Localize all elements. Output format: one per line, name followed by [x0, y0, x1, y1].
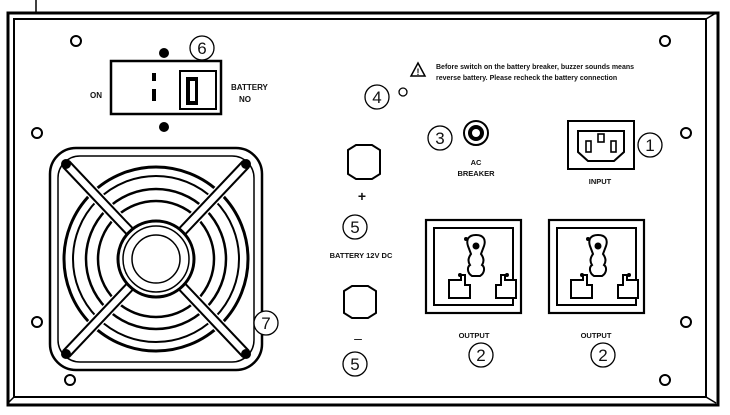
- svg-text:2: 2: [476, 346, 485, 365]
- warning-text-line1: Before switch on the battery breaker, bu…: [436, 64, 634, 71]
- battery-switch-label-2: NO: [239, 95, 251, 104]
- battery-switch-on-label: ON: [90, 91, 102, 100]
- battery-terminal-positive[interactable]: [347, 144, 381, 180]
- battery-dc-label: BATTERY 12V DC: [330, 251, 393, 260]
- buzzer-hole: [398, 87, 408, 97]
- battery-terminal-negative[interactable]: [343, 285, 377, 319]
- ac-breaker-label-1: AC: [471, 158, 482, 167]
- svg-text:7: 7: [261, 314, 270, 333]
- svg-text:1: 1: [645, 136, 654, 155]
- callout-5-bottom: 5: [342, 351, 368, 377]
- input-label: INPUT: [589, 177, 612, 186]
- battery-switch-label-1: BATTERY: [231, 83, 269, 92]
- svg-text:2: 2: [598, 346, 607, 365]
- cooling-fan: [48, 146, 264, 372]
- battery-breaker-switch[interactable]: [109, 48, 223, 132]
- callout-1: 1: [637, 132, 663, 158]
- warning-text-line2: reverse battery. Please recheck the batt…: [436, 75, 617, 82]
- panel-screws: [31, 35, 692, 386]
- svg-text:4: 4: [372, 88, 381, 107]
- output-socket-right[interactable]: [547, 218, 646, 315]
- ac-input-socket[interactable]: [567, 120, 635, 170]
- svg-text:!: !: [417, 67, 420, 77]
- callout-4: 4: [364, 84, 390, 110]
- callout-7: 7: [253, 310, 279, 336]
- panel-inner-frame: [13, 18, 707, 398]
- callout-2-left: 2: [468, 342, 494, 368]
- battery-minus-sign: –: [354, 330, 362, 346]
- output-socket-left[interactable]: [424, 218, 523, 315]
- svg-text:3: 3: [435, 129, 444, 148]
- output-label-left: OUTPUT: [459, 331, 490, 340]
- svg-text:5: 5: [350, 355, 359, 374]
- output-label-right: OUTPUT: [581, 331, 612, 340]
- callout-2-right: 2: [590, 342, 616, 368]
- callout-5-top: 5: [342, 214, 368, 240]
- svg-text:6: 6: [197, 39, 206, 58]
- callout-6: 6: [189, 35, 215, 61]
- warning-icon: !: [409, 61, 427, 77]
- ac-breaker-button[interactable]: [463, 120, 489, 146]
- battery-plus-sign: +: [358, 188, 366, 204]
- ac-breaker-label-2: BREAKER: [457, 169, 495, 178]
- callout-3: 3: [427, 125, 453, 151]
- svg-text:5: 5: [350, 218, 359, 237]
